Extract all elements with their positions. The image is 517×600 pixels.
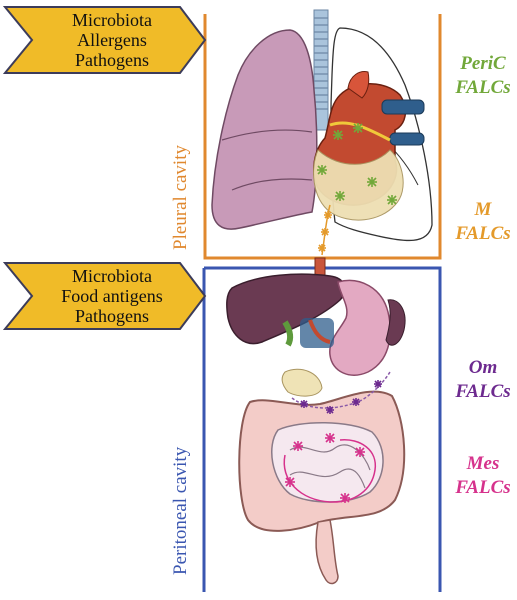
thoracic-input-2: Allergens xyxy=(77,30,147,50)
m-falcs-label: M FALCs xyxy=(438,198,517,246)
abdominal-input-2: Food antigens xyxy=(61,286,163,306)
stomach xyxy=(329,279,391,376)
peritoneal-cavity-frame xyxy=(202,266,442,592)
peric-falcs-line2: FALCs xyxy=(455,77,511,98)
pleural-cavity-label: Pleural cavity xyxy=(170,145,191,250)
peric-falc-markers xyxy=(317,123,397,205)
thoracic-input-3: Pathogens xyxy=(75,50,149,70)
thoracic-inputs-arrow: Microbiota Allergens Pathogens xyxy=(2,4,208,76)
abdominal-inputs-arrow: Microbiota Food antigens Pathogens xyxy=(2,260,208,332)
mes-falcs-line1: Mes xyxy=(466,453,500,474)
om-falcs-line2: FALCs xyxy=(455,381,511,402)
m-falcs-line2: FALCs xyxy=(455,223,511,244)
mes-falcs-label: Mes FALCs xyxy=(438,452,517,500)
small-intestine xyxy=(271,422,384,503)
abdominal-input-3: Pathogens xyxy=(75,306,149,326)
abdominal-input-1: Microbiota xyxy=(72,266,152,286)
peric-falcs-line1: PeriC xyxy=(460,53,506,74)
peritoneal-cavity-label: Peritoneal cavity xyxy=(170,446,191,575)
mes-falcs-line2: FALCs xyxy=(455,477,511,498)
m-falcs-line1: M xyxy=(474,199,492,220)
om-falcs-line1: Om xyxy=(468,357,498,378)
liver xyxy=(226,273,346,345)
left-lung xyxy=(211,29,318,230)
trachea xyxy=(313,9,329,131)
heart xyxy=(313,71,425,221)
m-falc-markers xyxy=(318,204,332,256)
om-falc-markers xyxy=(291,371,391,414)
mes-falc-markers xyxy=(283,433,376,503)
thoracic-input-1: Microbiota xyxy=(72,10,152,30)
peric-falcs-label: PeriC FALCs xyxy=(438,52,517,100)
om-falcs-label: Om FALCs xyxy=(438,356,517,404)
